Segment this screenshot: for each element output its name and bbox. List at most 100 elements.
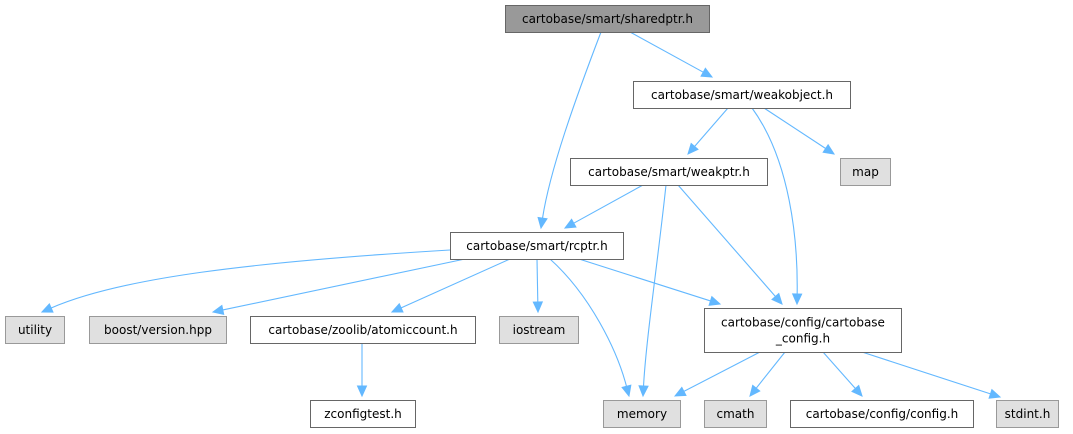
edge-arrowhead: [791, 293, 803, 306]
node-boostversion: boost/version.hpp: [89, 316, 227, 344]
edge-arrowhead: [40, 302, 54, 313]
edge-arrowhead: [563, 218, 577, 229]
edge-arrowhead: [356, 385, 368, 398]
edge-sharedptr-to-rcptr: [537, 31, 602, 230]
edge-line: [677, 184, 776, 297]
node-label: cmath: [717, 407, 755, 421]
edge-line: [400, 258, 511, 309]
edge-arrowhead: [532, 301, 544, 314]
node-box: [790, 400, 974, 428]
edge-arrowhead: [638, 385, 649, 398]
edge-line: [822, 351, 856, 389]
node-label: cartobase/smart/sharedptr.h: [522, 12, 693, 26]
node-box: [499, 316, 579, 344]
node-box: [704, 308, 902, 353]
node-box: [89, 316, 227, 344]
edges-layer: [40, 31, 1002, 399]
edge-weakptr-to-memory: [638, 184, 667, 398]
edge-rcptr-to-memory: [549, 258, 632, 398]
edge-line: [549, 258, 628, 387]
node-box: [250, 316, 476, 344]
node-label: memory: [617, 407, 667, 421]
edge-arrowhead: [211, 304, 225, 315]
node-box: [840, 158, 891, 186]
edge-cartobaseconfig-to-stdint: [861, 351, 1002, 399]
node-rcptr[interactable]: cartobase/smart/rcptr.h: [450, 232, 624, 260]
node-map: map: [840, 158, 891, 186]
node-label: _config.h: [775, 332, 830, 346]
edge-arrowhead: [988, 388, 1002, 399]
edge-arrowhead: [687, 142, 699, 155]
edge-cartobaseconfig-to-config: [822, 351, 863, 397]
edge-rcptr-to-cartobaseconfig: [578, 258, 722, 306]
edge-rcptr-to-boostversion: [211, 258, 466, 315]
edge-arrowhead: [822, 143, 836, 155]
node-box: [570, 158, 768, 186]
node-zconfigtest[interactable]: zconfigtest.h: [310, 400, 416, 428]
edge-line: [751, 107, 798, 295]
node-cmath: cmath: [704, 400, 767, 428]
edge-arrowhead: [749, 384, 761, 397]
edge-atomiccount-to-zconfigtest: [356, 343, 368, 398]
edge-arrowhead: [390, 302, 404, 313]
nodes-layer: cartobase/smart/sharedptr.h cartobase/sma…: [5, 5, 1059, 428]
edge-arrowhead: [708, 295, 722, 306]
node-label: utility: [18, 323, 52, 337]
edge-line: [536, 258, 539, 303]
node-box: [5, 316, 65, 344]
edge-weakobject-to-cartobaseconfig: [751, 107, 803, 306]
node-label: boost/version.hpp: [104, 323, 212, 337]
node-weakptr[interactable]: cartobase/smart/weakptr.h: [570, 158, 768, 186]
edge-rcptr-to-utility: [40, 249, 451, 313]
edge-cartobaseconfig-to-memory: [673, 351, 761, 397]
edge-line: [694, 107, 729, 147]
node-label: cartobase/smart/weakobject.h: [651, 88, 833, 102]
edge-arrowhead: [673, 386, 687, 397]
node-config[interactable]: cartobase/config/config.h: [790, 400, 974, 428]
edge-weakptr-to-rcptr: [563, 184, 644, 229]
node-memory: memory: [603, 400, 681, 428]
node-box: [310, 400, 416, 428]
edge-arrowhead: [537, 216, 548, 230]
edge-line: [642, 184, 667, 387]
node-box: [505, 5, 710, 33]
node-box: [603, 400, 681, 428]
edge-arrowhead: [700, 67, 714, 78]
node-label: zconfigtest.h: [324, 407, 401, 421]
node-label: cartobase/config/config.h: [806, 407, 958, 421]
edge-line: [629, 31, 704, 73]
edge-line: [763, 107, 826, 149]
edge-line: [861, 351, 991, 395]
edge-sharedptr-to-weakobject: [629, 31, 714, 78]
node-stdint: stdint.h: [996, 400, 1059, 428]
node-box: [996, 400, 1059, 428]
edge-cartobaseconfig-to-cmath: [749, 351, 786, 397]
node-label: cartobase/smart/rcptr.h: [466, 239, 607, 253]
node-atomiccount[interactable]: cartobase/zoolib/atomiccount.h: [250, 316, 476, 344]
edge-line: [222, 258, 466, 311]
node-box: [450, 232, 624, 260]
node-label: stdint.h: [1005, 407, 1051, 421]
node-label: cartobase/smart/weakptr.h: [588, 165, 750, 179]
edge-rcptr-to-iostream: [532, 258, 544, 314]
node-utility: utility: [5, 316, 65, 344]
edge-weakobject-to-map: [763, 107, 836, 155]
edge-rcptr-to-atomiccount: [390, 258, 511, 313]
node-iostream: iostream: [499, 316, 579, 344]
edge-line: [573, 184, 644, 224]
node-weakobject[interactable]: cartobase/smart/weakobject.h: [633, 81, 851, 109]
edge-arrowhead: [851, 384, 863, 397]
edge-line: [541, 31, 602, 219]
node-label: cartobase/zoolib/atomiccount.h: [268, 323, 457, 337]
node-sharedptr[interactable]: cartobase/smart/sharedptr.h: [505, 5, 710, 33]
edge-arrowhead: [621, 384, 632, 398]
node-box: [633, 81, 851, 109]
edge-weakptr-to-cartobaseconfig: [677, 184, 783, 305]
node-label: cartobase/config/cartobase: [721, 316, 885, 330]
node-box: [704, 400, 767, 428]
node-label: iostream: [513, 323, 566, 337]
node-cartobaseconfig[interactable]: cartobase/config/cartobase _config.h: [704, 308, 902, 353]
edge-weakobject-to-weakptr: [687, 107, 729, 155]
edge-line: [50, 249, 451, 309]
